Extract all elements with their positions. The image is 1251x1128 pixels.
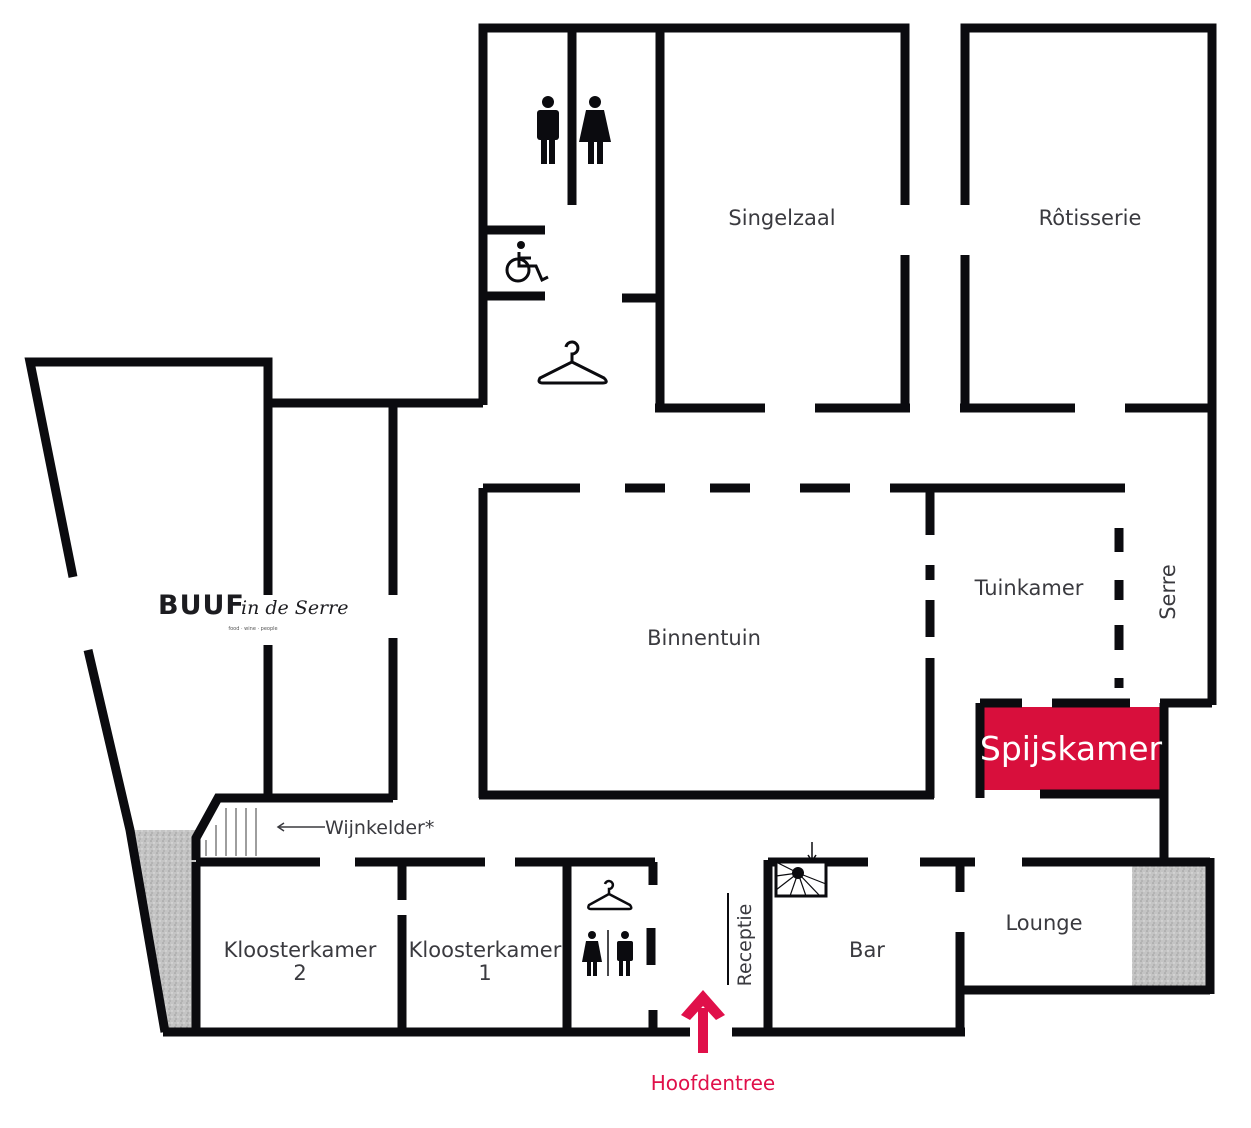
room-label-wijnkelder[interactable]: Wijnkelder* bbox=[325, 817, 434, 839]
entrance-label[interactable]: Hoofdentree bbox=[651, 1071, 775, 1095]
room-label-lounge[interactable]: Lounge bbox=[1005, 911, 1082, 935]
walls bbox=[24, 23, 1217, 1037]
spijskamer-highlight[interactable] bbox=[980, 707, 1160, 790]
room-label-kloosterkamer-1-number: 1 bbox=[478, 961, 491, 985]
svg-text:in de Serre: in de Serre bbox=[241, 597, 348, 619]
buuf-logo[interactable]: BUUF in de Serre food · wine · people bbox=[158, 590, 348, 632]
spiral-stairs-icon bbox=[774, 842, 828, 898]
arrow-up-icon[interactable] bbox=[681, 990, 725, 1053]
room-label-spijskamer[interactable]: Spijskamer bbox=[980, 729, 1163, 768]
room-label-serre[interactable]: Serre bbox=[1156, 564, 1180, 620]
female-toilet-icon bbox=[579, 96, 611, 164]
room-label-kloosterkamer-2-number: 2 bbox=[293, 961, 306, 985]
room-label-singelzaal[interactable]: Singelzaal bbox=[728, 206, 835, 230]
room-label-kloosterkamer-2[interactable]: Kloosterkamer bbox=[224, 938, 377, 962]
svg-text:food · wine · people: food · wine · people bbox=[228, 626, 277, 632]
svg-text:BUUF: BUUF bbox=[158, 590, 245, 621]
arrow-left-icon bbox=[276, 822, 325, 832]
stairs-icon bbox=[205, 808, 257, 856]
room-label-receptie: Receptie bbox=[734, 904, 756, 987]
stone-block-left bbox=[130, 830, 196, 1030]
room-label-rotisserie[interactable]: Rôtisserie bbox=[1039, 206, 1142, 230]
room-label-kloosterkamer-1[interactable]: Kloosterkamer bbox=[409, 938, 562, 962]
coat-hanger-icon bbox=[537, 340, 608, 385]
coat-hanger-icon bbox=[587, 879, 633, 911]
stone-block-right bbox=[1132, 862, 1210, 990]
male-toilet-icon bbox=[582, 931, 602, 976]
female-toilet-icon bbox=[617, 931, 633, 976]
male-toilet-icon bbox=[537, 96, 559, 164]
room-label-bar[interactable]: Bar bbox=[849, 938, 885, 962]
wheelchair-icon bbox=[505, 241, 549, 283]
room-label-tuinkamer[interactable]: Tuinkamer bbox=[974, 576, 1084, 600]
room-label-binnentuin[interactable]: Binnentuin bbox=[647, 626, 761, 650]
